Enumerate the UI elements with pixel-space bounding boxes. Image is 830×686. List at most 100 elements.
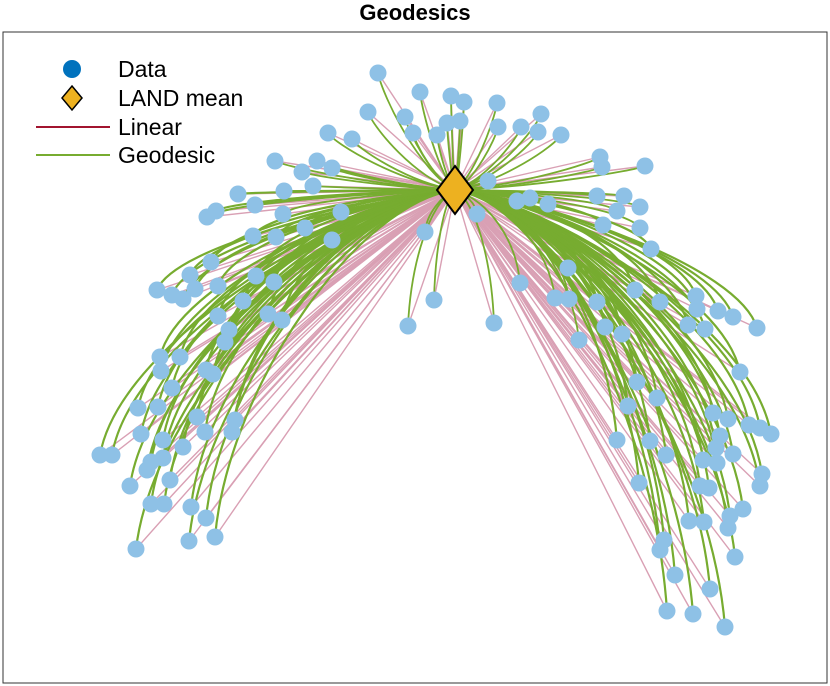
linear-line	[454, 189, 729, 529]
data-point	[719, 410, 737, 428]
legend-mean-marker	[61, 84, 83, 112]
data-point	[694, 451, 712, 469]
data-point	[651, 541, 669, 559]
data-point	[762, 425, 780, 443]
data-point	[416, 223, 434, 241]
legend-data-label: Data	[118, 56, 167, 82]
data-point	[91, 446, 109, 464]
data-point	[716, 618, 734, 636]
data-point	[161, 471, 179, 489]
data-point	[180, 532, 198, 550]
data-point	[630, 474, 648, 492]
data-point	[209, 307, 227, 325]
data-point	[209, 277, 227, 295]
data-point	[468, 205, 486, 223]
data-point	[204, 365, 222, 383]
data-point	[529, 123, 547, 141]
data-point	[546, 289, 564, 307]
data-point	[704, 404, 722, 422]
data-point	[631, 198, 649, 216]
data-point	[127, 540, 145, 558]
geodesic-curves	[98, 72, 773, 628]
data-point	[719, 519, 737, 537]
data-point	[247, 267, 265, 285]
linear-line	[454, 189, 495, 324]
data-point	[229, 185, 247, 203]
data-point	[148, 281, 166, 299]
data-point	[151, 348, 169, 366]
data-point	[202, 253, 220, 271]
data-point	[593, 158, 611, 176]
data-point	[196, 423, 214, 441]
linear-line	[204, 189, 456, 433]
data-point	[657, 446, 675, 464]
data-point	[304, 177, 322, 195]
chart-title: Geodesics	[359, 0, 470, 25]
linear-line	[454, 189, 665, 541]
data-point	[399, 317, 417, 335]
data-point	[154, 449, 172, 467]
data-point	[679, 316, 697, 334]
data-point	[152, 362, 170, 380]
data-point	[359, 103, 377, 121]
data-point	[709, 302, 727, 320]
data-point	[748, 319, 766, 337]
data-point	[129, 399, 147, 417]
data-point	[751, 477, 769, 495]
data-point	[626, 281, 644, 299]
data-point	[404, 124, 422, 142]
data-point	[560, 290, 578, 308]
data-point	[198, 208, 216, 226]
data-point	[684, 605, 702, 623]
data-point	[181, 266, 199, 284]
data-point	[411, 83, 429, 101]
linear-line	[454, 189, 736, 558]
data-point	[552, 126, 570, 144]
linear-line	[214, 189, 456, 538]
legend-linear-label: Linear	[118, 114, 182, 140]
data-point	[688, 300, 706, 318]
data-point	[628, 373, 646, 391]
data-point	[273, 311, 291, 329]
data-point	[425, 291, 443, 309]
data-point	[724, 445, 742, 463]
data-point	[244, 227, 262, 245]
data-point	[266, 152, 284, 170]
data-point	[680, 512, 698, 530]
data-point	[396, 108, 414, 126]
data-point	[234, 292, 252, 310]
data-point	[708, 454, 726, 472]
data-point	[296, 219, 314, 237]
data-point	[608, 202, 626, 220]
data-point	[539, 195, 557, 213]
data-point	[641, 432, 659, 450]
data-point	[323, 159, 341, 177]
data-point	[451, 112, 469, 130]
data-point	[532, 105, 550, 123]
data-point	[174, 290, 192, 308]
linear-line	[150, 189, 456, 505]
linear-line	[163, 189, 456, 505]
linear-line	[190, 189, 456, 508]
data-point	[521, 189, 539, 207]
data-point	[293, 163, 311, 181]
geodesic-curve	[454, 188, 737, 558]
data-point	[588, 293, 606, 311]
data-point	[132, 425, 150, 443]
data-point	[369, 64, 387, 82]
land-mean-marker	[435, 164, 475, 216]
data-point	[149, 398, 167, 416]
data-point	[666, 566, 684, 584]
linear-line	[454, 189, 731, 517]
data-point	[511, 274, 529, 292]
data-point	[485, 314, 503, 332]
data-point	[138, 461, 156, 479]
data-points	[91, 64, 780, 636]
data-point	[319, 124, 337, 142]
data-point	[658, 602, 676, 620]
data-point	[613, 325, 631, 343]
data-point	[687, 287, 705, 305]
linear-line	[182, 189, 456, 448]
plot-area-frame	[2, 31, 828, 684]
